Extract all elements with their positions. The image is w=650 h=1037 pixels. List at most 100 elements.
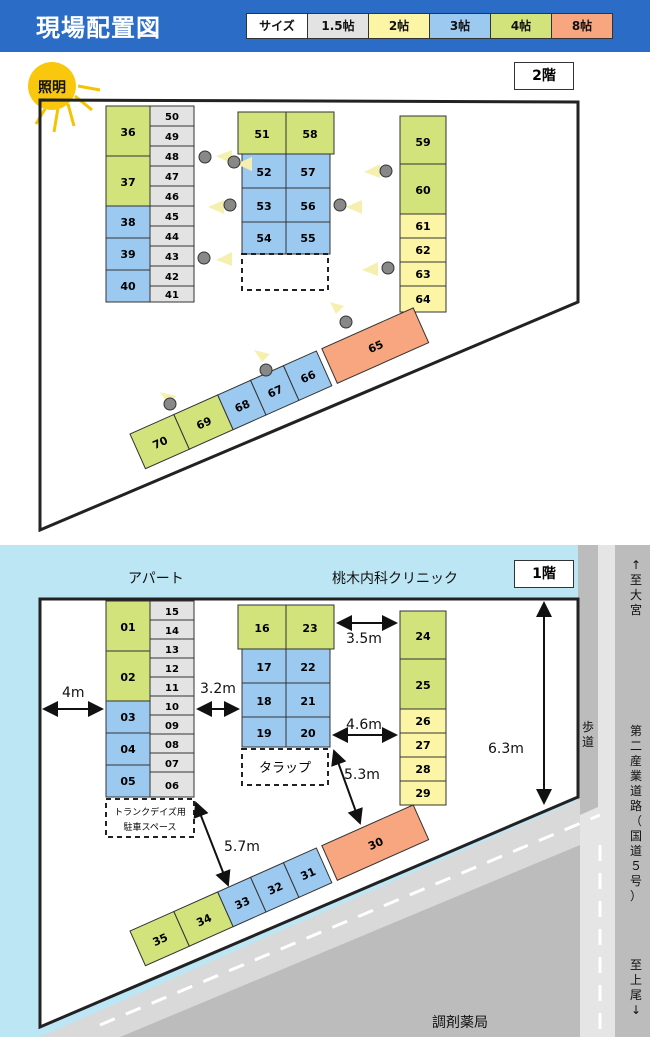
unit-61: 61	[415, 220, 430, 233]
unit-70: 70	[151, 434, 171, 452]
unit-69: 69	[194, 414, 213, 432]
unit-52: 52	[256, 166, 271, 179]
unit-25: 25	[415, 679, 430, 692]
unit-51: 51	[254, 128, 269, 141]
legend-8jo: 8帖	[551, 14, 612, 38]
unit-64: 64	[415, 293, 431, 306]
unit-45: 45	[165, 212, 179, 223]
unit-62: 62	[415, 244, 430, 257]
floor2-map: 照明 36 37 38 39 40 50 49 48 47 46 45 44 4…	[28, 62, 580, 532]
unit-10: 10	[165, 702, 179, 713]
unit-36: 36	[120, 126, 136, 139]
dim-6-3m: 6.3m	[488, 741, 524, 757]
unit-35: 35	[151, 931, 170, 949]
parking-label-line1: トランクデイズ用	[114, 806, 186, 818]
unit-42: 42	[165, 272, 179, 283]
unit-54: 54	[256, 232, 272, 245]
unit-67: 67	[266, 383, 285, 401]
page-title: 現場配置図	[36, 14, 161, 42]
floor1-map: 01 02 03 04 05 15 14 13 12 11 10 09 08 0…	[0, 545, 650, 1037]
unit-65: 65	[366, 338, 385, 356]
dim-3-2m: 3.2m	[200, 681, 236, 697]
unit-18: 18	[256, 695, 271, 708]
unit-38: 38	[120, 216, 135, 229]
ramp-label: タラップ	[259, 761, 311, 776]
dim-5-3m: 5.3m	[344, 767, 380, 783]
to-north-label: ↑至大宮	[629, 558, 642, 617]
unit-17: 17	[256, 661, 271, 674]
unit-30: 30	[366, 835, 386, 853]
legend-3jo: 3帖	[429, 14, 490, 38]
dim-4-6m: 4.6m	[346, 717, 382, 733]
unit-26: 26	[415, 715, 431, 728]
unit-57: 57	[300, 166, 315, 179]
legend-4jo: 4帖	[490, 14, 551, 38]
unit-50: 50	[165, 112, 179, 123]
unit-13: 13	[165, 645, 179, 656]
unit-14: 14	[165, 626, 179, 637]
unit-49: 49	[165, 132, 179, 143]
unit-21: 21	[300, 695, 315, 708]
clinic-label: 桃木内科クリニック	[332, 571, 458, 587]
unit-66: 66	[299, 368, 319, 386]
unit-07: 07	[165, 759, 179, 770]
unit-32: 32	[266, 880, 285, 898]
lighting-sun-icon	[28, 62, 101, 133]
unit-27: 27	[415, 739, 430, 752]
lamp-icons	[160, 150, 395, 411]
parking-label-line2: 駐車スペース	[124, 821, 177, 833]
unit-39: 39	[120, 248, 135, 261]
unit-23: 23	[302, 622, 317, 635]
legend-2jo: 2帖	[368, 14, 429, 38]
dim-5-7m: 5.7m	[224, 839, 260, 855]
lighting-label: 照明	[38, 80, 66, 96]
unit-41: 41	[165, 290, 179, 301]
dim-4m: 4m	[62, 685, 85, 701]
dim-3-5m: 3.5m	[346, 631, 382, 647]
unit-11: 11	[165, 683, 179, 694]
floor2-building-outline	[38, 98, 580, 532]
unit-08: 08	[165, 740, 179, 751]
floor2-label: 2階	[514, 62, 574, 90]
unit-03: 03	[120, 711, 135, 724]
to-south-label: 至上尾↓	[629, 958, 642, 1017]
header-bar: 現場配置図 サイズ 1.5帖 2帖 3帖 4帖 8帖	[0, 0, 650, 52]
unit-44: 44	[165, 232, 179, 243]
unit-33: 33	[233, 894, 252, 912]
unit-29: 29	[415, 787, 430, 800]
unit-53: 53	[256, 200, 271, 213]
floor1-label: 1階	[514, 560, 574, 588]
unit-59: 59	[415, 136, 430, 149]
floor2-open-area	[241, 253, 329, 291]
unit-31: 31	[299, 865, 318, 883]
unit-05: 05	[120, 775, 135, 788]
pharmacy-label: 調剤薬局	[432, 1015, 488, 1031]
unit-15: 15	[165, 607, 179, 618]
unit-16: 16	[254, 622, 270, 635]
unit-63: 63	[415, 268, 430, 281]
unit-02: 02	[120, 671, 135, 684]
size-legend: サイズ 1.5帖 2帖 3帖 4帖 8帖	[246, 13, 613, 39]
unit-34: 34	[194, 911, 214, 929]
unit-28: 28	[415, 763, 430, 776]
legend-1-5jo: 1.5帖	[307, 14, 368, 38]
unit-46: 46	[165, 192, 179, 203]
unit-09: 09	[165, 721, 179, 732]
sidewalk-label: 歩道	[581, 720, 594, 749]
unit-37: 37	[120, 176, 135, 189]
unit-12: 12	[165, 664, 179, 675]
unit-55: 55	[300, 232, 315, 245]
unit-43: 43	[165, 252, 179, 263]
unit-56: 56	[300, 200, 316, 213]
unit-68: 68	[233, 397, 252, 415]
unit-19: 19	[256, 727, 271, 740]
legend-size-header: サイズ	[247, 14, 307, 38]
unit-06: 06	[165, 781, 179, 792]
unit-48: 48	[165, 152, 179, 163]
apart-label: アパート	[128, 571, 184, 587]
unit-58: 58	[302, 128, 317, 141]
unit-20: 20	[300, 727, 316, 740]
unit-22: 22	[300, 661, 315, 674]
unit-60: 60	[415, 184, 431, 197]
ramp-area	[241, 748, 329, 786]
